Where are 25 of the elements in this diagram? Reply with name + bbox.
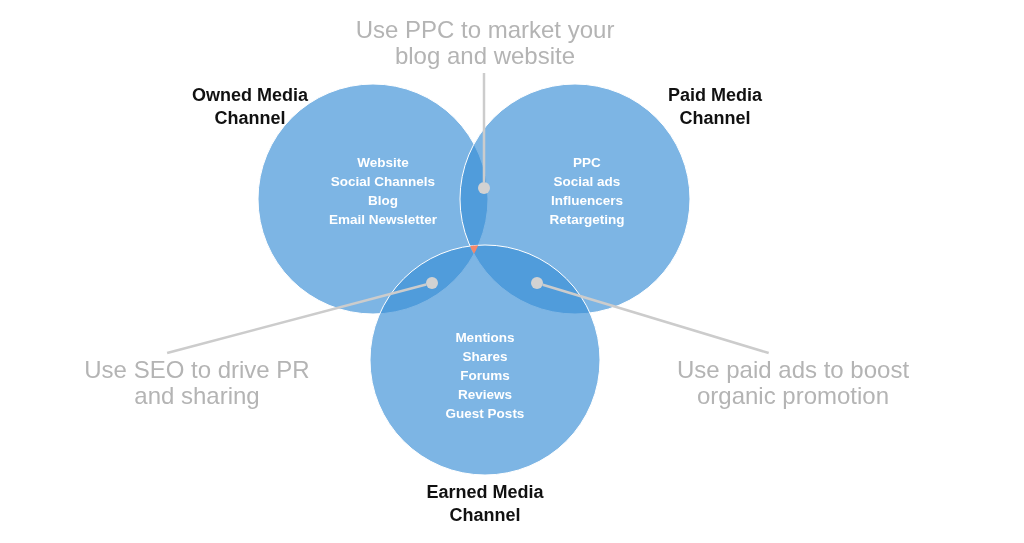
channel-item: Influencers bbox=[550, 192, 624, 210]
pointer-dot bbox=[531, 277, 543, 289]
channel-heading: Owned Media Channel bbox=[191, 84, 309, 130]
channel-item: Shares bbox=[461, 348, 509, 366]
pointer-dot bbox=[478, 182, 490, 194]
channel-item: Blog bbox=[367, 192, 399, 210]
channel-item: Reviews bbox=[456, 386, 513, 404]
channel-item: Forums bbox=[459, 367, 511, 385]
leader-line bbox=[542, 283, 770, 355]
annotation-text: Use SEO to drive PR and sharing bbox=[83, 357, 311, 409]
channel-item: Website bbox=[356, 154, 410, 172]
leader-line bbox=[166, 283, 427, 355]
channel-item: Social ads bbox=[552, 173, 622, 191]
channel-item: Mentions bbox=[454, 329, 516, 347]
annotation-text: Use PPC to market your blog and website bbox=[354, 17, 616, 69]
channel-heading: Paid Media Channel bbox=[667, 84, 763, 130]
leader-line bbox=[482, 73, 486, 182]
pointer-dot bbox=[426, 277, 438, 289]
channel-heading: Earned Media Channel bbox=[425, 481, 545, 527]
channel-item: PPC bbox=[572, 154, 602, 172]
channel-item: Social Channels bbox=[329, 173, 437, 191]
channel-item: Guest Posts bbox=[444, 405, 526, 423]
annotation-text: Use paid ads to boost organic promotion bbox=[675, 357, 911, 409]
channel-item: Email Newsletter bbox=[327, 211, 438, 229]
channel-item: Retargeting bbox=[548, 211, 626, 229]
